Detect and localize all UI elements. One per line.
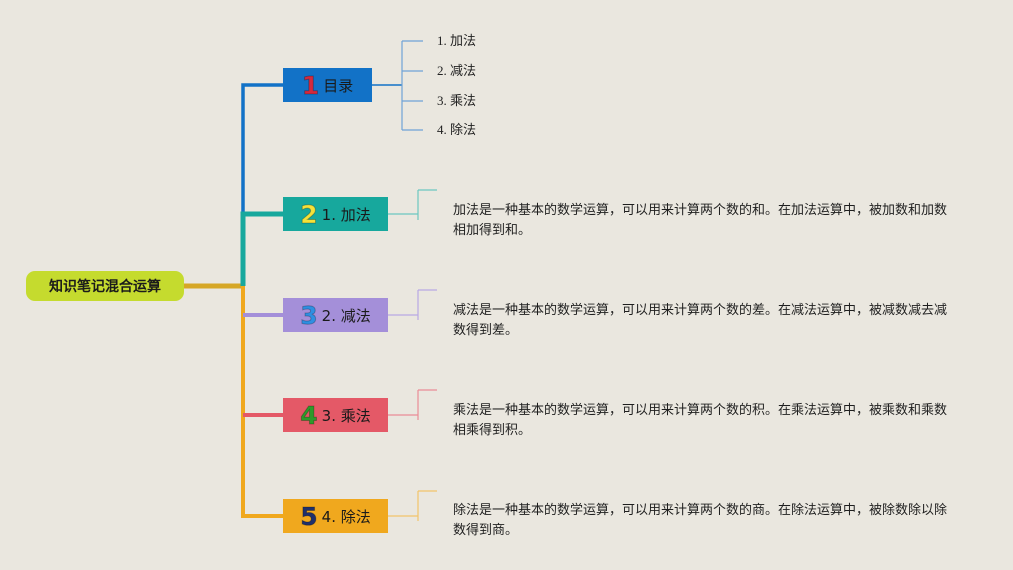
branch-number-3: 3 [300, 300, 318, 330]
branch-number-2: 2 [300, 199, 318, 229]
toc-item-2[interactable]: 2. 减法 [437, 63, 477, 78]
branch-node-2[interactable]: 2 1. 加法 [283, 197, 388, 231]
trunk-to-branch-5 [241, 286, 283, 518]
toc-item-3[interactable]: 3. 乘法 [437, 93, 477, 108]
branch-number-1: 1 [301, 70, 320, 100]
root-node[interactable]: 知识笔记混合运算 [26, 271, 184, 301]
branch-label-4: 3. 乘法 [321, 406, 371, 425]
branch-node-4[interactable]: 4 3. 乘法 [283, 398, 388, 432]
trunk-to-branch-1 [241, 83, 283, 286]
description-division: 除法是一种基本的数学运算，可以用来计算两个数的商。在除法运算中，被除数除以除数得… [453, 503, 948, 538]
toc-item-1[interactable]: 1. 加法 [437, 33, 477, 48]
toc-bracket [401, 40, 423, 131]
branch-node-5[interactable]: 5 4. 除法 [283, 499, 388, 533]
description-subtraction: 减法是一种基本的数学运算，可以用来计算两个数的差。在减法运算中，被减数减去减数得… [453, 303, 948, 338]
toc-item-4[interactable]: 4. 除法 [437, 122, 477, 137]
desc-bracket-4 [388, 389, 437, 420]
branch-number-4: 4 [300, 400, 318, 430]
branch-label-3: 2. 减法 [321, 306, 371, 325]
description-addition: 加法是一种基本的数学运算，可以用来计算两个数的和。在加法运算中，被加数和加数相加… [453, 203, 948, 238]
branch-number-5: 5 [300, 501, 318, 531]
branch-label-2: 1. 加法 [321, 205, 371, 224]
branch-node-3[interactable]: 3 2. 减法 [283, 298, 388, 332]
branch-label-5: 4. 除法 [321, 507, 371, 526]
trunk-to-branch-2 [240, 211, 283, 286]
branch-node-1[interactable]: 1 目录 [283, 68, 372, 102]
description-multiplication: 乘法是一种基本的数学运算，可以用来计算两个数的积。在乘法运算中，被乘数和乘数相乘… [453, 403, 948, 438]
branch-label-1: 目录 [323, 76, 354, 95]
root-label: 知识笔记混合运算 [49, 279, 161, 295]
desc-bracket-5 [388, 490, 437, 521]
desc-bracket-2 [388, 189, 437, 220]
desc-bracket-3 [388, 289, 437, 320]
